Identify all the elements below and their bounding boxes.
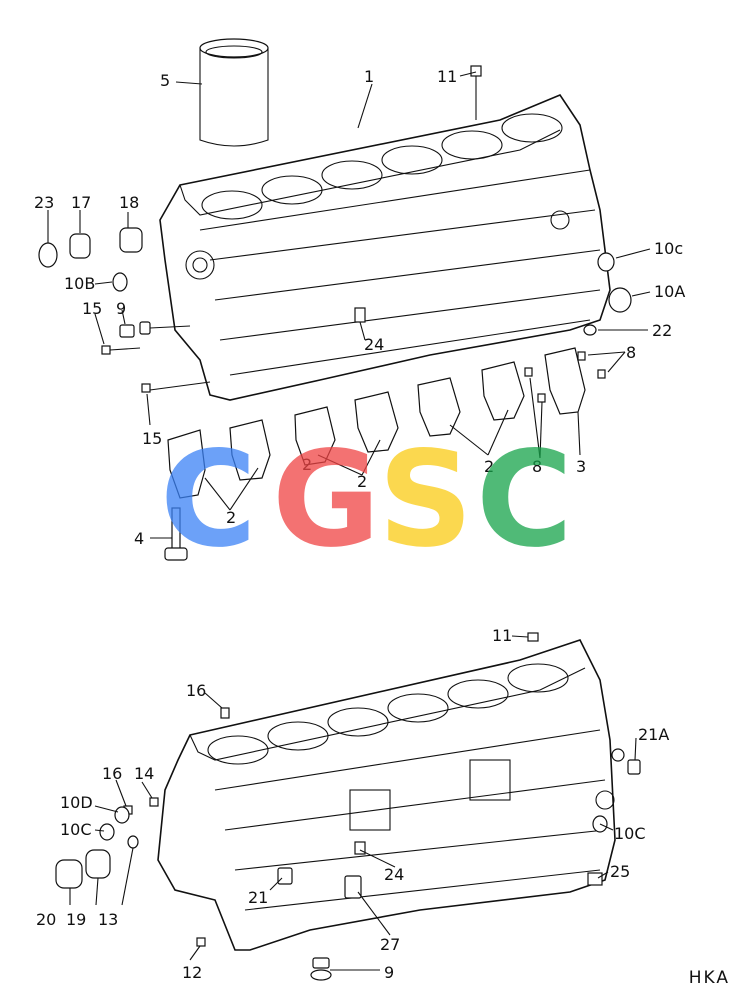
label-22: 22 xyxy=(652,321,672,340)
label-16-left: 16 xyxy=(102,764,122,783)
label-4: 4 xyxy=(134,529,144,548)
label-2-d: 2 xyxy=(302,455,312,474)
watermark-letter-c1: C xyxy=(160,423,257,577)
label-14: 14 xyxy=(134,764,154,783)
label-24-lower: 24 xyxy=(384,865,404,884)
label-8-right: 8 xyxy=(626,343,636,362)
cylinder-liner xyxy=(199,38,269,147)
label-2-b: 2 xyxy=(357,472,367,491)
label-9-upper: 9 xyxy=(116,299,126,318)
label-1: 1 xyxy=(364,67,374,86)
label-15-lower: 15 xyxy=(142,429,162,448)
label-21A: 21A xyxy=(638,725,669,744)
label-17: 17 xyxy=(71,193,91,212)
label-16-top: 16 xyxy=(186,681,206,700)
label-8-middle: 8 xyxy=(532,457,542,476)
main-bearing-caps xyxy=(167,347,586,499)
label-10c: 10c xyxy=(654,239,683,258)
lower-block-body xyxy=(157,639,616,951)
watermark-letter-c2: C xyxy=(476,423,573,577)
label-27: 27 xyxy=(380,935,400,954)
watermark-letter-g: G xyxy=(272,423,380,577)
label-15-upper: 15 xyxy=(82,299,102,318)
label-25: 25 xyxy=(610,862,630,881)
label-2-c: 2 xyxy=(226,508,236,527)
label-10B: 10B xyxy=(64,274,95,293)
watermark-letter-s: S xyxy=(378,423,473,577)
label-2-a: 2 xyxy=(484,457,494,476)
label-21: 21 xyxy=(248,888,268,907)
label-13: 13 xyxy=(98,910,118,929)
label-10C-left: 10C xyxy=(60,820,92,839)
upper-part-labels: 5 1 11 23 17 18 10c 10A 10B 15 9 22 24 8… xyxy=(34,67,685,548)
label-10C-right: 10C xyxy=(614,824,646,843)
label-3: 3 xyxy=(576,457,586,476)
upper-engine-block xyxy=(38,38,651,561)
label-23: 23 xyxy=(34,193,54,212)
lower-engine-block xyxy=(55,632,641,981)
upper-block-body xyxy=(159,94,611,401)
label-10A: 10A xyxy=(654,282,685,301)
label-18: 18 xyxy=(119,193,139,212)
lower-part-labels: 11 16 21A 16 14 10D 10C 10C 24 25 21 20 … xyxy=(36,626,669,982)
cgsc-watermark: C G S C xyxy=(160,423,573,577)
lower-leader-lines xyxy=(69,635,637,971)
label-10D: 10D xyxy=(60,793,93,812)
label-11-lower: 11 xyxy=(492,626,512,645)
label-19: 19 xyxy=(66,910,86,929)
label-12: 12 xyxy=(182,963,202,982)
label-9-lower: 9 xyxy=(384,963,394,982)
upper-leader-lines xyxy=(47,71,651,539)
lower-small-parts xyxy=(55,632,641,981)
label-11: 11 xyxy=(437,67,457,86)
label-20: 20 xyxy=(36,910,56,929)
label-5: 5 xyxy=(160,71,170,90)
drawing-code: HKA xyxy=(688,968,730,988)
label-24-upper: 24 xyxy=(364,335,384,354)
